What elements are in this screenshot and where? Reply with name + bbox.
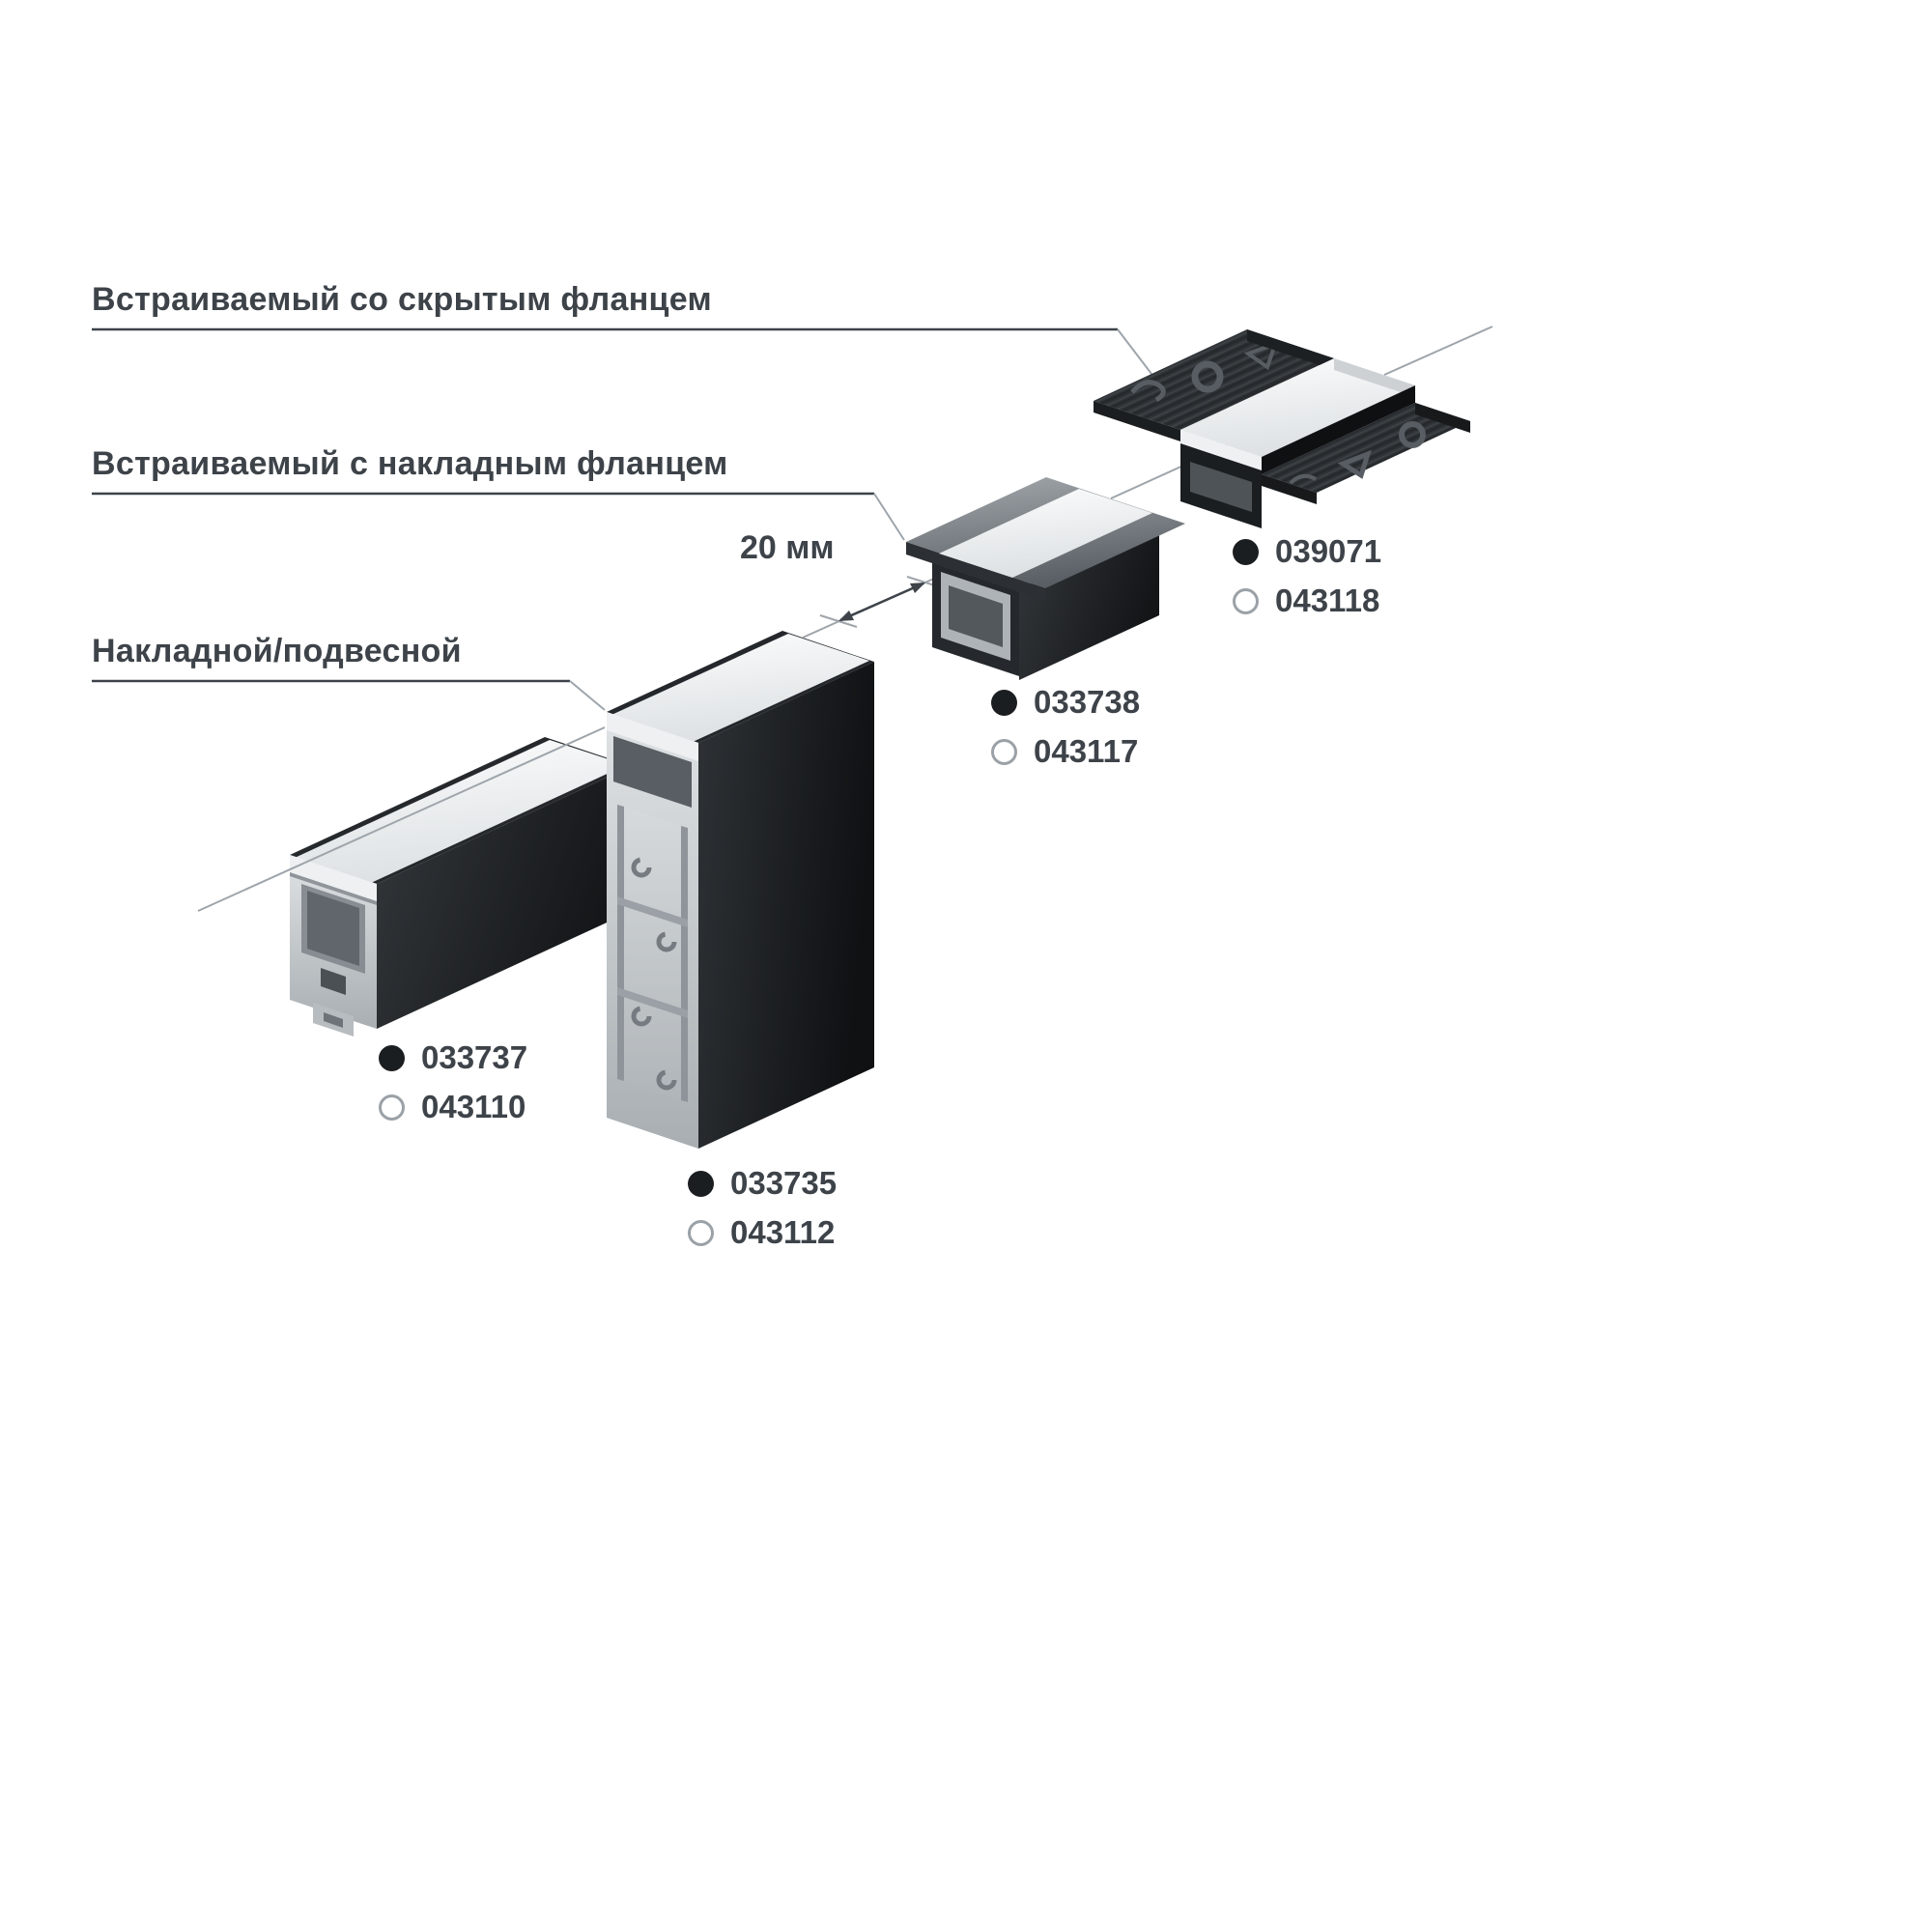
diffuser-edge [1180,430,1262,470]
white-variant-dot [991,738,1017,765]
section-divider [617,896,688,927]
profile-diffuser [611,634,869,742]
surface-profile-codes: 033737 043110 [379,1039,527,1125]
screw-boss-hook [656,931,677,952]
arrowhead-right [910,582,925,593]
flange-front-edge [906,542,1045,601]
section-cavity-inner [1190,462,1252,512]
arrowhead-left [838,611,854,621]
tall-profile-render [607,631,874,1149]
code-row-white-variant: 043118 [1233,582,1381,619]
black-variant-dot [991,689,1017,716]
dimension-line [839,582,924,622]
profile-body-side [1019,525,1159,680]
gap-dimension-label: 20 мм [740,529,835,566]
profile-diffuser [295,740,626,883]
code-row-white-variant: 043110 [379,1089,527,1125]
article-code: 039071 [1275,533,1382,569]
label-recessed-hidden-flange: Встраиваемый со скрытым фланцем [92,281,712,318]
label-recessed-surface-flange: Встраиваемый с накладным фланцем [92,445,728,482]
section-wall-right [681,826,688,1102]
label-surface-suspended: Накладной/подвесной [92,633,462,669]
leader-line-hidden-flange [1117,328,1152,375]
article-code: 033735 [730,1165,838,1201]
hidden-flange-profile-codes: 039071 043118 [1233,533,1381,619]
felt-panel-back [1094,329,1334,430]
recessed-flange-profile-render [906,477,1185,680]
black-variant-dot [379,1044,405,1071]
gap-dimension-arrow [819,576,945,628]
diffuser-edge [290,855,377,901]
screw-boss-hook [631,857,652,878]
panel-end-face [1415,403,1470,433]
leader-line-surface-flange [873,493,905,541]
panel-circle-cutout [1191,360,1224,393]
article-code: 043117 [1034,733,1139,769]
screw-boss-hook [656,1069,677,1091]
profile-body-side [377,766,632,1029]
section-divider [617,987,688,1018]
section-cavity-inner [307,891,359,966]
code-row-white-variant: 043117 [991,733,1140,770]
diffuser-edge [607,712,698,761]
white-variant-dot [1233,587,1259,614]
recessed-flange-profile-codes: 033738 043117 [991,684,1140,770]
tall-profile-codes: 033735 043112 [688,1165,837,1251]
axis-line-segment-4 [1383,326,1493,376]
section-cavity-inner [949,585,1003,647]
article-code: 043110 [421,1089,526,1124]
panel-circle-cutout [1399,421,1426,448]
section-line [290,872,377,905]
section-wall-left [617,805,624,1081]
hidden-flange-profile-render [1094,329,1470,528]
code-row-black-variant: 033735 [688,1165,837,1202]
article-code: 033738 [1034,684,1141,720]
black-variant-dot [1233,538,1259,565]
profile-body-side [698,662,874,1149]
profile-side-sliver [1262,385,1415,474]
panel-edge-face [1094,401,1180,441]
black-variant-dot [688,1170,714,1197]
diffuser-end-face [1334,358,1415,397]
mounting-slot [321,968,346,995]
surface-profile-render [290,737,632,1037]
code-row-white-variant: 043112 [688,1214,837,1251]
profile-diffuser [1180,358,1415,457]
article-code: 043118 [1275,582,1380,618]
white-variant-dot [688,1219,714,1246]
article-code: 033737 [421,1039,528,1075]
article-code: 043112 [730,1214,836,1250]
panel-triangle-cutout [1243,340,1279,371]
panel-end-face [1247,329,1334,370]
leader-line-surface-suspended [569,680,606,711]
panel-triangle-cutout [1337,449,1372,479]
led-chamber [613,736,692,808]
code-row-black-variant: 033738 [991,684,1140,721]
panel-edge-face [1262,474,1317,504]
white-variant-dot [379,1094,405,1121]
panel-squiggle-cutout [1289,473,1317,485]
code-row-black-variant: 039071 [1233,533,1381,570]
mounting-rail-notch [324,1012,343,1028]
axis-line-segment-1 [197,726,606,912]
code-row-black-variant: 033737 [379,1039,527,1076]
profile-diffuser [939,489,1152,578]
panel-squiggle-cutout [1130,380,1166,403]
section-cavity [617,805,688,1102]
screw-boss-hook [631,1006,652,1027]
